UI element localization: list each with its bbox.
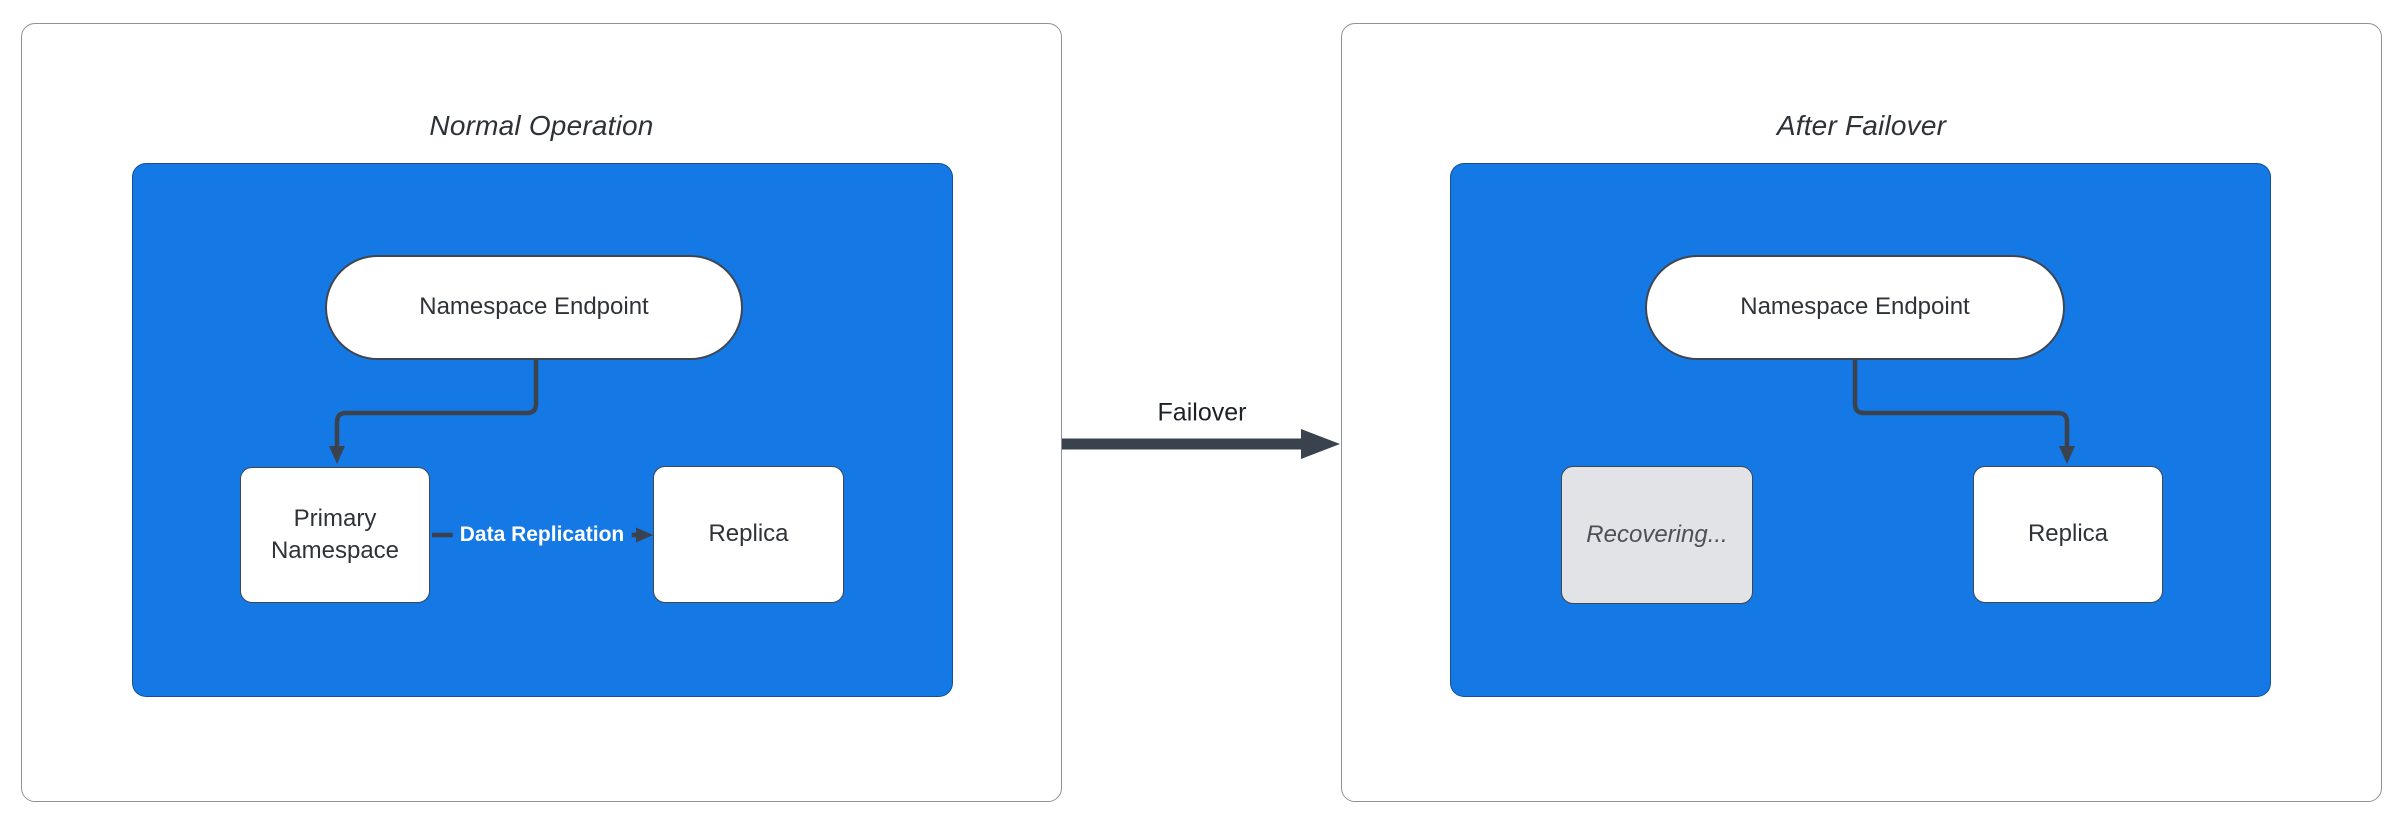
node-namespace-endpoint-right: Namespace Endpoint xyxy=(1645,255,2065,360)
edge-label-data-replication: Data Replication xyxy=(452,521,632,549)
node-recovering: Recovering... xyxy=(1561,466,1753,604)
node-label: Primary Namespace xyxy=(270,504,400,564)
node-replica-right: Replica xyxy=(1973,466,2163,603)
node-label: Replica xyxy=(708,520,789,548)
cluster-normal-operation xyxy=(132,163,953,697)
panel-title-after-failover: After Failover xyxy=(1776,110,1947,141)
node-label: Namespace Endpoint xyxy=(419,293,649,321)
failover-label: Failover xyxy=(1151,398,1253,428)
node-label: Recovering... xyxy=(1586,520,1728,548)
cluster-after-failover xyxy=(1450,163,2271,697)
node-primary-namespace: Primary Namespace xyxy=(240,467,430,603)
node-replica-left: Replica xyxy=(653,466,844,603)
panel-title-normal-operation: Normal Operation xyxy=(429,110,654,141)
node-namespace-endpoint-left: Namespace Endpoint xyxy=(325,255,743,360)
failover-arrow xyxy=(1062,429,1340,459)
node-label: Replica xyxy=(2027,520,2109,548)
node-label: Namespace Endpoint xyxy=(1740,293,1970,321)
